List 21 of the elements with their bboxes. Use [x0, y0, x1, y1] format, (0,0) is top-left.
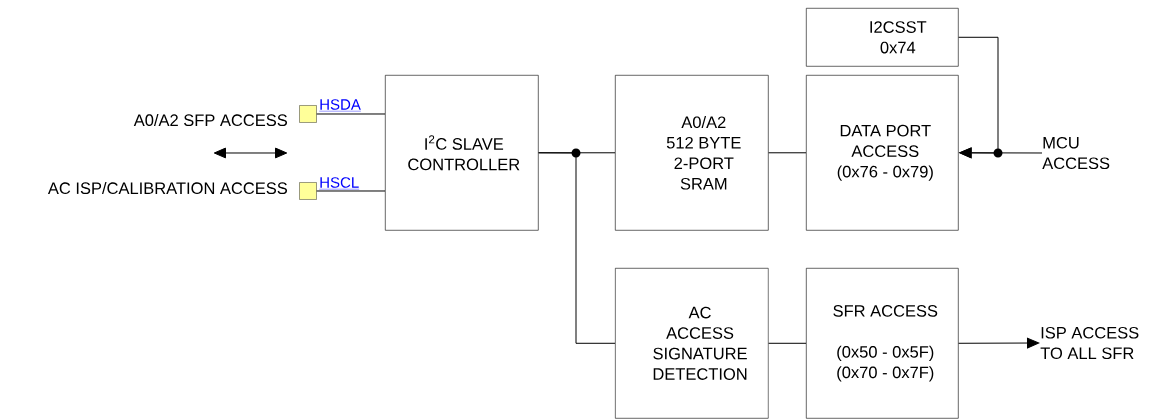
signal-label: HSCL	[319, 177, 360, 190]
connector-line	[316, 190, 386, 192]
block-box: A0/A2 512 BYTE 2-PORT SRAM	[615, 75, 769, 231]
signal-label: HSDA	[319, 99, 362, 112]
text-label: MCU ACCESS	[1042, 136, 1110, 170]
block-box: I2CSST 0x74	[806, 8, 959, 67]
pin-square	[299, 182, 317, 200]
text-label: ISP ACCESS TO ALL SFR	[1040, 326, 1139, 360]
block-box: DATA PORT ACCESS (0x76 - 0x79)	[806, 75, 959, 231]
text-label: A0/A2 SFP ACCESS	[133, 113, 288, 127]
block-box: SFR ACCESS (0x50 - 0x5F) (0x70 - 0x7F)	[806, 268, 959, 419]
connector-line	[768, 152, 807, 154]
pin-square	[299, 105, 317, 123]
connector-line	[316, 113, 386, 115]
block-box: I$^{2}$C SLAVE CONTROLLER	[385, 75, 539, 231]
text-label: AC ISP/CALIBRATION ACCESS	[47, 181, 288, 195]
block-box: AC ACCESS SIGNATURE DETECTION	[615, 268, 769, 419]
connector-line	[538, 152, 616, 344]
arrow	[959, 147, 1043, 159]
arrow	[958, 337, 1040, 349]
connector-line	[768, 342, 807, 344]
